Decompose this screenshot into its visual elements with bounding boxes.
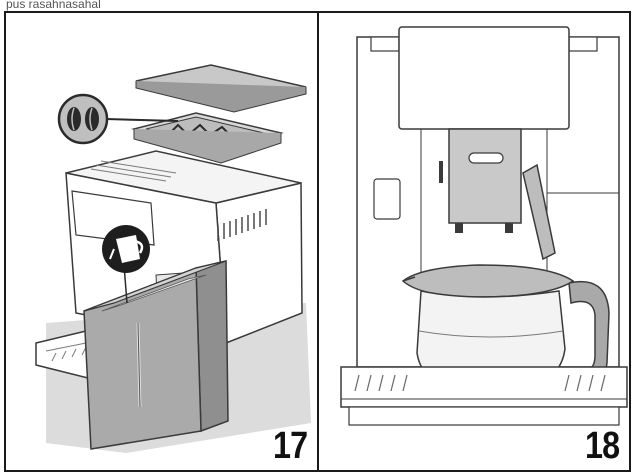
illustration-fill-tank bbox=[35, 64, 311, 453]
panel-divider bbox=[317, 11, 319, 472]
coffee-beans-icon bbox=[57, 93, 109, 145]
dispenser-arm bbox=[522, 163, 556, 261]
caption-fragment: pus rasahnasahal bbox=[6, 0, 101, 11]
drip-tray bbox=[340, 366, 628, 408]
illustration-carafe-placement bbox=[340, 26, 628, 426]
step-number: 18 bbox=[584, 425, 620, 467]
side-vents bbox=[217, 209, 267, 241]
display-panel bbox=[398, 26, 570, 130]
panel-step-18: 18 bbox=[319, 13, 629, 470]
panel-step-17: 17 bbox=[6, 13, 317, 470]
coffee-spout bbox=[448, 128, 522, 224]
step-number: 17 bbox=[272, 425, 308, 467]
water-pitcher-icon bbox=[102, 225, 150, 273]
caption-strip: pus rasahnasahal bbox=[0, 0, 637, 12]
machine-top bbox=[65, 150, 302, 204]
drip-grill bbox=[354, 374, 606, 392]
